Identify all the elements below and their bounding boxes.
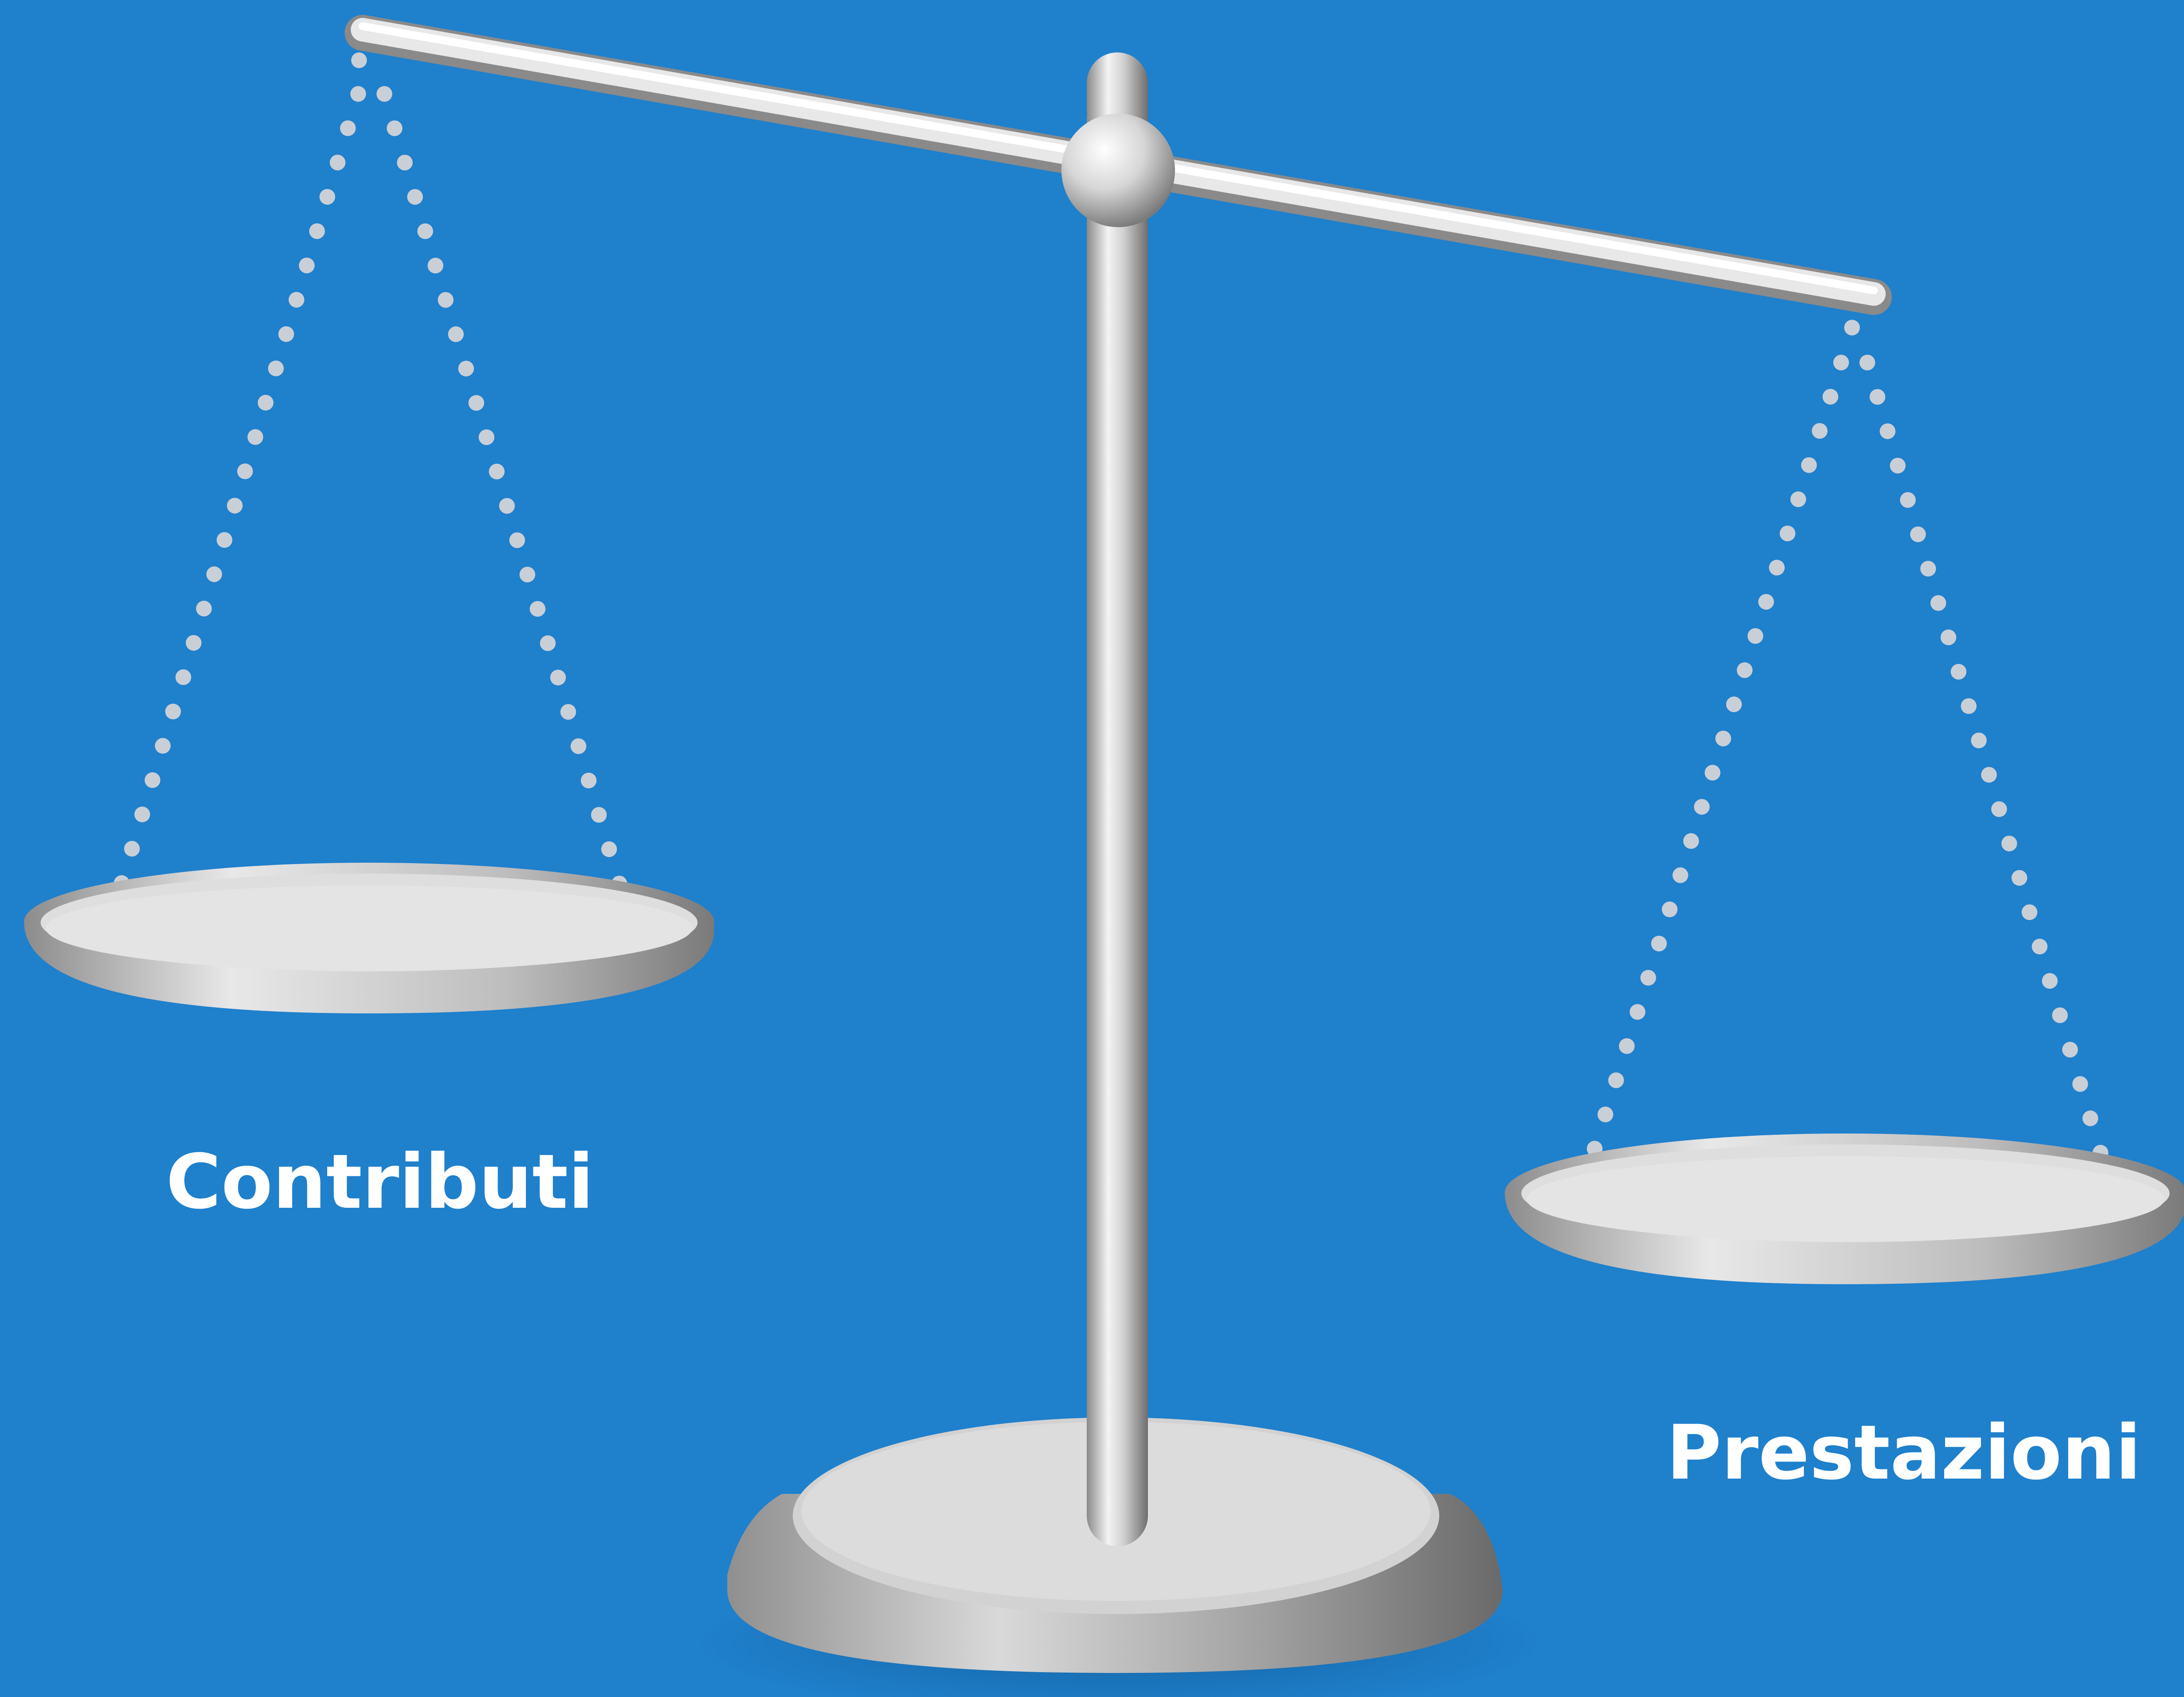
right-pan bbox=[1505, 1134, 2184, 1284]
left-pan bbox=[24, 863, 714, 1013]
scale-pole bbox=[1087, 52, 1148, 1546]
right-pan-chains bbox=[1580, 320, 2111, 1179]
left-pan-label: Contributi bbox=[166, 1138, 594, 1226]
left-pan-chains bbox=[110, 52, 628, 903]
pivot-ball bbox=[1061, 114, 1175, 227]
right-pan-label: Prestazioni bbox=[1666, 1409, 2141, 1497]
